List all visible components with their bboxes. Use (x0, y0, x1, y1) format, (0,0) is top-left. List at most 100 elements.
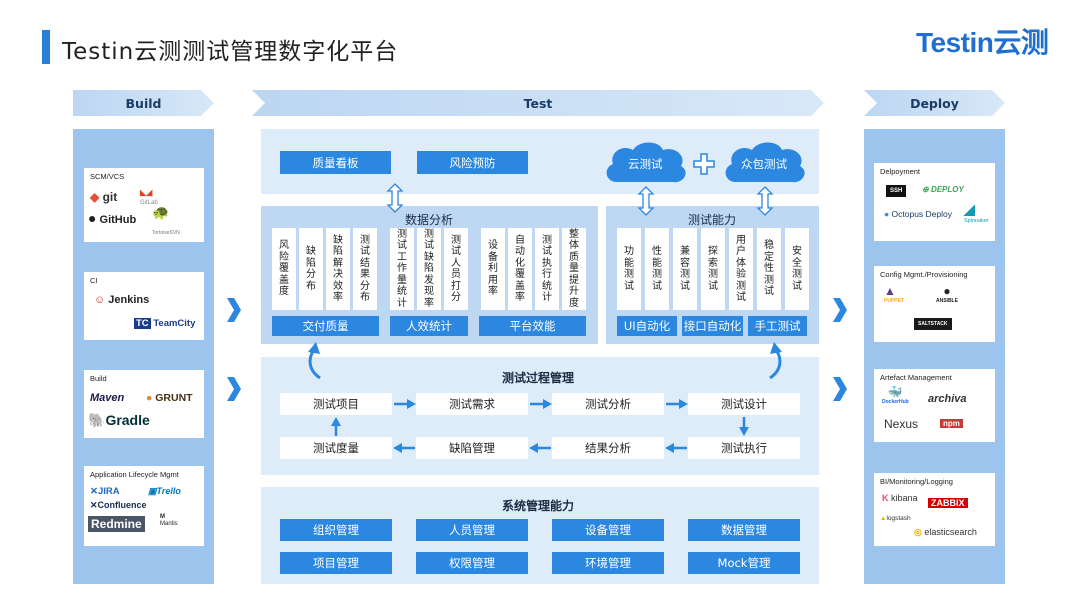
trello-logo: ▣Trello (148, 486, 181, 496)
deploy-logo: ⊕ DEPLOY (922, 185, 964, 194)
data-analysis-item-label: 整体质量提升度 (569, 228, 579, 309)
tortoisesvn-logo: 🐢TortoiseSVN (152, 204, 180, 236)
data-analysis-item-label: 测试工作量统计 (397, 228, 407, 309)
nexus-logo: Nexus (884, 417, 919, 431)
page-title: Testin云测测试管理数字化平台 (62, 39, 399, 65)
process-defect-management[interactable]: 缺陷管理 (416, 437, 528, 459)
data-analysis-item-label: 测试执行统计 (542, 234, 552, 304)
cloud-test-cloud (606, 142, 686, 183)
puppet-logo: ▲PUPPET (884, 284, 905, 304)
stage-deploy: Deploy (864, 90, 1005, 116)
data-analysis-item-label: 缺陷分布 (306, 246, 316, 292)
build-tools-card: Build Maven ● GRUNT 🐘Gradle (84, 370, 204, 438)
data-analysis-item-3: 缺陷解决效率 (326, 228, 350, 310)
environment-management-button[interactable]: 环境管理 (552, 552, 664, 574)
data-analysis-item-label: 风险覆盖度 (279, 240, 289, 298)
device-management-button[interactable]: 设备管理 (552, 519, 664, 541)
permission-management-button[interactable]: 权限管理 (416, 552, 528, 574)
delivery-quality-button[interactable]: 交付质量 (272, 316, 379, 336)
redmine-logo: Redmine (88, 516, 145, 532)
system-label: 系统管理能力 (502, 499, 575, 513)
test-capability-item-label: 安全测试 (792, 246, 802, 292)
gitlab-logo: ◣◢GitLab (140, 188, 158, 206)
data-analysis-item-7: 测试人员打分 (444, 228, 468, 310)
data-analysis-item-label: 自动化覆盖率 (515, 234, 525, 304)
jenkins-logo: ☺ Jenkins (94, 294, 150, 306)
config-card: Config Mgmt./Provisioning ▲PUPPET ●ANSIB… (874, 266, 995, 342)
title-accent-bar (42, 30, 50, 64)
process-test-execution[interactable]: 测试执行 (688, 437, 800, 459)
plus-icon (693, 153, 715, 175)
project-management-button[interactable]: 项目管理 (280, 552, 392, 574)
testin-logo: Testin云测 (916, 27, 1049, 58)
manual-test-button[interactable]: 手工测试 (748, 316, 807, 336)
data-analysis-label: 数据分析 (405, 213, 454, 227)
crowd-test-cloud (725, 142, 805, 183)
process-result-analysis[interactable]: 结果分析 (552, 437, 664, 459)
archiva-logo: archiva (928, 393, 967, 405)
logstash-logo: ▲logstash (880, 515, 911, 522)
api-automation-button[interactable]: 接口自动化 (682, 316, 743, 336)
config-title: Config Mgmt./Provisioning (880, 270, 968, 279)
spinnaker-logo: ◢Spinnaker (964, 201, 989, 224)
artefact-card: Artefact Management 🐳DockerHub archiva N… (874, 369, 995, 442)
test-capability-item-label: 探索测试 (708, 246, 718, 292)
test-capability-item-1: 功能测试 (617, 228, 641, 310)
jira-logo: ✕JIRA (90, 486, 120, 497)
bi-card: BI/Monitoring/Logging K kibana ZABBIX ▲l… (874, 473, 995, 546)
git-logo: ◆ git (90, 190, 118, 204)
risk-prevention-button[interactable]: 风险预防 (417, 151, 528, 174)
process-test-project[interactable]: 测试项目 (280, 393, 392, 415)
deployment-title: Delpoyment (880, 167, 921, 176)
data-analysis-item-11: 整体质量提升度 (562, 228, 586, 310)
curved-arrow-left (308, 342, 321, 380)
test-capability-item-label: 性能测试 (652, 246, 662, 292)
process-test-analysis[interactable]: 测试分析 (552, 393, 664, 415)
test-capability-item-label: 兼容测试 (680, 246, 690, 292)
data-analysis-item-4: 测试结果分布 (353, 228, 377, 310)
stage-test: Test (252, 90, 824, 116)
test-capability-item-7: 安全测试 (785, 228, 809, 310)
process-label: 测试过程管理 (502, 371, 575, 385)
user-management-button[interactable]: 人员管理 (416, 519, 528, 541)
data-analysis-item-label: 测试缺陷发现率 (424, 228, 434, 309)
stage-build: Build (73, 90, 214, 116)
arrow-build-to-test-2 (227, 377, 241, 401)
test-capability-item-3: 兼容测试 (673, 228, 697, 310)
bi-title: BI/Monitoring/Logging (880, 477, 953, 486)
data-management-button[interactable]: 数据管理 (688, 519, 800, 541)
test-capability-item-5: 用户体验测试 (729, 228, 753, 310)
scm-card: SCM/VCS ◆ git ◣◢GitLab ● GitHub 🐢Tortois… (84, 168, 204, 242)
data-analysis-item-label: 测试人员打分 (451, 234, 461, 304)
octopus-deploy-logo: ● Octopus Deploy (884, 209, 952, 219)
npm-logo: npm (940, 419, 963, 428)
double-arrow-cloud (637, 186, 655, 216)
mock-management-button[interactable]: Mock管理 (688, 552, 800, 574)
test-capability-item-2: 性能测试 (645, 228, 669, 310)
build-tools-title: Build (90, 374, 107, 383)
process-test-requirement[interactable]: 测试需求 (416, 393, 528, 415)
data-analysis-item-label: 测试结果分布 (360, 234, 370, 304)
data-analysis-item-label: 设备利用率 (488, 240, 498, 298)
org-management-button[interactable]: 组织管理 (280, 519, 392, 541)
efficiency-stats-button[interactable]: 人效统计 (390, 316, 468, 336)
arrow-build-to-test-1 (227, 298, 241, 322)
test-capability-item-6: 稳定性测试 (757, 228, 781, 310)
dockerhub-logo: 🐳DockerHub (882, 385, 909, 405)
saltstack-logo: SALTSTACK (914, 318, 952, 330)
ui-automation-button[interactable]: UI自动化 (617, 316, 677, 336)
process-test-design[interactable]: 测试设计 (688, 393, 800, 415)
data-analysis-item-9: 自动化覆盖率 (508, 228, 532, 310)
data-analysis-item-5: 测试工作量统计 (390, 228, 414, 310)
quality-dashboard-button[interactable]: 质量看板 (280, 151, 391, 174)
ssh-logo: SSH (886, 185, 907, 197)
ci-card: CI ☺ Jenkins TC TeamCity (84, 272, 204, 340)
kibana-logo: K kibana (882, 493, 918, 503)
alm-card: Application Lifecycle Mgmt ✕JIRA ▣Trello… (84, 466, 204, 546)
github-logo: ● GitHub (88, 210, 137, 226)
platform-efficiency-button[interactable]: 平台效能 (479, 316, 586, 336)
teamcity-logo: TC TeamCity (134, 318, 196, 329)
process-test-metrics[interactable]: 测试度量 (280, 437, 392, 459)
grunt-logo: ● GRUNT (146, 392, 193, 404)
